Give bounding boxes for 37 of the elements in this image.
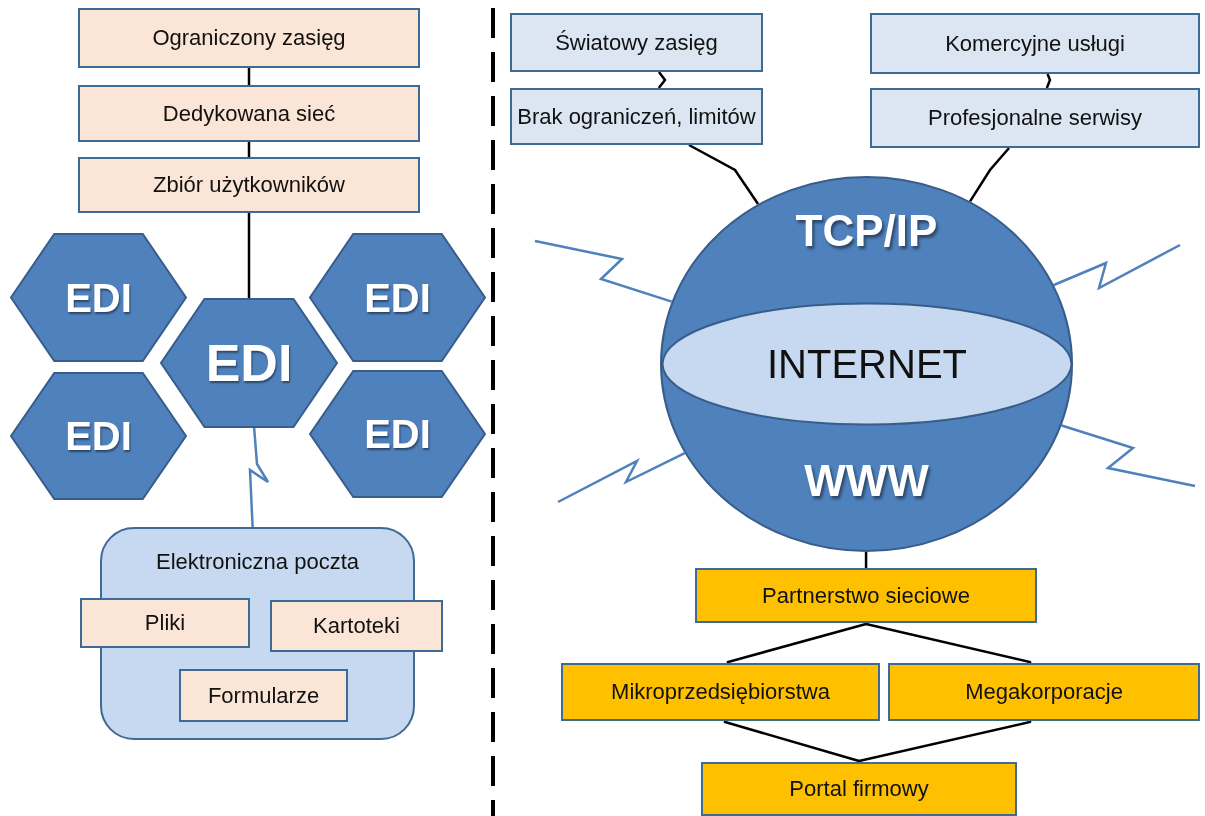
lightning-connector	[1053, 243, 1181, 291]
label-box: Ograniczony zasięg	[78, 8, 420, 68]
label-box: Dedykowana sieć	[78, 85, 420, 142]
panel-title: Elektroniczna poczta	[155, 549, 360, 575]
label-box: Mikroprzedsiębiorstwa	[561, 663, 880, 721]
connector-line	[657, 71, 667, 89]
lightning-connector	[557, 452, 686, 504]
connector-line	[969, 147, 1010, 202]
label-box: Kartoteki	[270, 600, 443, 652]
lightning-connector	[534, 239, 673, 303]
hexagon-label: EDI	[64, 275, 133, 320]
label-box: Profesjonalne serwisy	[870, 88, 1200, 148]
ellipse-label: INTERNET	[766, 341, 968, 387]
label-box: Pliki	[80, 598, 250, 648]
connector-line	[688, 143, 760, 205]
connector-line	[723, 720, 861, 763]
hexagon-label: EDI	[204, 333, 294, 393]
label-box: Formularze	[179, 669, 348, 722]
connector-line	[247, 213, 251, 298]
hexagon-label: EDI	[363, 275, 432, 320]
connector-line	[857, 719, 1032, 763]
lightning-connector	[1061, 424, 1196, 488]
label-box: Komercyjne usługi	[870, 13, 1200, 74]
hexagon-label: EDI	[363, 411, 432, 457]
label-box: Zbiór użytkowników	[78, 157, 420, 213]
globe-bottom-label: WWW	[803, 456, 930, 506]
connector-line	[1045, 73, 1052, 89]
label-box: Światowy zasięg	[510, 13, 763, 72]
label-box: Portal firmowy	[701, 762, 1017, 816]
connector-line	[864, 622, 1032, 665]
label-box: Partnerstwo sieciowe	[695, 568, 1037, 623]
globe-top-label: TCP/IP	[794, 206, 939, 256]
hexagon-label: EDI	[64, 413, 133, 459]
connector-line	[726, 622, 868, 664]
lightning-connector	[248, 427, 270, 528]
label-box: Brak ograniczeń, limitów	[510, 88, 763, 145]
label-box: Megakorporacje	[888, 663, 1200, 721]
